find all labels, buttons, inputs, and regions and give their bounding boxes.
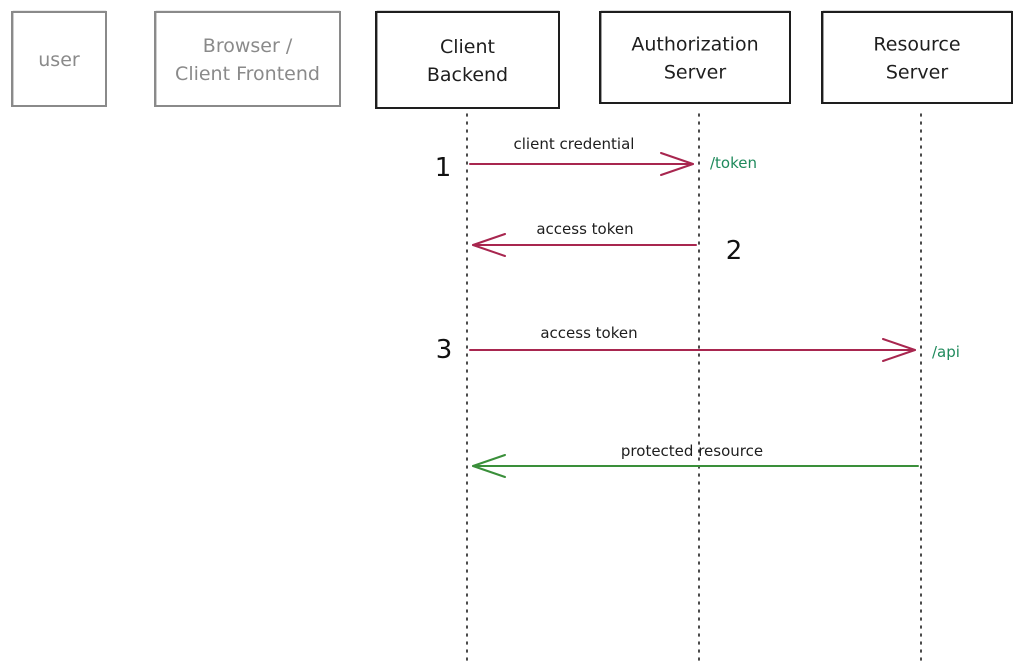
participant-box-sketch bbox=[376, 10, 560, 109]
message-2: access token 2 bbox=[472, 220, 743, 266]
participant-user: user bbox=[11, 10, 107, 107]
message-arrowhead bbox=[882, 338, 916, 362]
step-number: 3 bbox=[436, 335, 453, 365]
participant-frontend: Browser / Client Frontend bbox=[154, 10, 341, 107]
message-4: protected resource bbox=[472, 442, 919, 478]
message-arrowhead bbox=[472, 233, 506, 257]
participant-label: user bbox=[38, 49, 80, 71]
message-arrowhead bbox=[472, 454, 506, 478]
participant-box-sketch bbox=[600, 10, 791, 104]
message-arrowhead bbox=[660, 152, 694, 176]
participant-label: Resource bbox=[873, 34, 960, 56]
endpoint-label: /token bbox=[710, 154, 757, 172]
participant-box bbox=[599, 11, 791, 104]
participant-label: Server bbox=[664, 62, 726, 84]
participant-box bbox=[821, 11, 1013, 104]
participant-box bbox=[154, 11, 341, 107]
message-label: protected resource bbox=[621, 442, 763, 460]
participant-label: Backend bbox=[427, 64, 508, 86]
message-1: client credential 1/token bbox=[435, 135, 757, 183]
participant-box-sketch bbox=[12, 10, 107, 107]
message-label: client credential bbox=[514, 135, 635, 153]
message-label: access token bbox=[540, 324, 637, 342]
message-3: access token 3/api bbox=[436, 324, 960, 365]
participant-box-sketch bbox=[155, 10, 341, 107]
participant-label: Authorization bbox=[631, 34, 758, 56]
step-number: 2 bbox=[726, 236, 743, 266]
participant-label: Client bbox=[440, 36, 495, 58]
participant-label: Browser / bbox=[203, 35, 293, 57]
participant-box-sketch bbox=[822, 10, 1013, 104]
message-label: access token bbox=[536, 220, 633, 238]
endpoint-label: /api bbox=[932, 343, 960, 361]
participant-label: Server bbox=[886, 62, 948, 84]
participant-label: Client Frontend bbox=[175, 63, 320, 85]
participant-box bbox=[375, 11, 560, 109]
step-number: 1 bbox=[435, 153, 452, 183]
